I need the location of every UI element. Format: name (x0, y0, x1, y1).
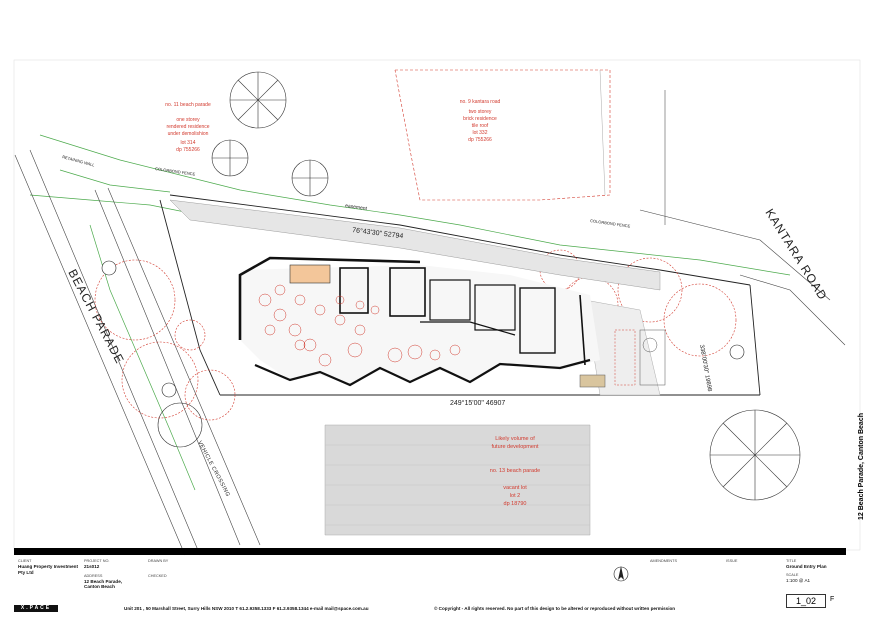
title-block-bar (14, 548, 846, 555)
svg-text:no. 11 beach parade: no. 11 beach parade (165, 102, 211, 108)
outdoor-seating (258, 284, 461, 367)
colorbond-fence-right-label: COLORBOND FENCE (590, 218, 631, 229)
address-label: ADDRESS (84, 574, 103, 578)
svg-text:dp 18790: dp 18790 (504, 501, 527, 507)
amendments-label: AMENDMENTS (650, 559, 678, 563)
kantara-road-edge (639, 209, 846, 346)
svg-text:no. 9 kantara road: no. 9 kantara road (460, 99, 501, 105)
vehicle-crossing-label: VEHICLE CROSSING (196, 440, 231, 498)
future-development-block (324, 424, 591, 536)
svg-text:future development: future development (491, 444, 539, 450)
client-label: CLIENT (18, 559, 32, 563)
existing-trees (157, 71, 801, 501)
svg-text:lot 2: lot 2 (510, 493, 520, 499)
copyright-notice: © Copyright - All rights reserved. No pa… (434, 606, 676, 611)
revision-letter: F (830, 596, 835, 603)
svg-text:dp 755266: dp 755266 (176, 147, 200, 153)
address-value-line2: Canton Beach (84, 584, 115, 589)
svg-text:rendered residence: rendered residence (166, 124, 209, 130)
neighbour-lot-no9 (394, 69, 666, 225)
sheet-number: 1_02 (786, 594, 826, 608)
paved-strip (169, 199, 661, 396)
title-value: Ground Entry Plan (786, 564, 827, 569)
svg-text:dp 755266: dp 755266 (468, 137, 492, 143)
svg-text:vacant lot: vacant lot (503, 485, 527, 491)
svg-text:brick residence: brick residence (463, 116, 497, 122)
section-callouts (101, 260, 745, 398)
title-label: TITLE (786, 559, 797, 563)
drawn-by-label: DRAWN BY (148, 559, 169, 563)
scale-value: 1:100 @ A1 (786, 578, 811, 583)
beach-parade-road (14, 149, 261, 556)
building-footprint (238, 256, 600, 387)
bearing-right-label: 338°00'30" 19898 (698, 344, 712, 392)
title-block: CLIENT Huang Property Investment Pty Ltd… (14, 548, 846, 618)
neighbour-no9-label: no. 9 kantara road two storey brick resi… (460, 99, 501, 143)
svg-text:two storey: two storey (469, 109, 492, 115)
firm-address: Unit 201 , 50 Marshall Street, Surry Hil… (124, 606, 369, 611)
neighbour-no11-label: no. 11 beach parade one storey rendered … (165, 102, 211, 153)
retaining-wall-label: RETAINING WALL (62, 154, 96, 168)
address-value-line1: 12 Beach Parade, (84, 579, 123, 584)
project-no-label: PROJECT NO. (84, 559, 110, 563)
kantara-road-label: KANTARA ROAD (762, 206, 830, 303)
checked-label: CHECKED (148, 574, 167, 578)
loading-bay (579, 329, 666, 388)
svg-text:Likely volume of: Likely volume of (495, 436, 535, 442)
svg-text:lot 314: lot 314 (180, 140, 195, 146)
colorbond-fence-left-label: COLORBOND FENCE (155, 166, 196, 177)
svg-text:under demolishion: under demolishion (168, 131, 209, 137)
issue-label: ISSUE (726, 559, 738, 563)
neighbour-no13-label: Likely volume of future development no. … (490, 436, 540, 507)
north-arrow-icon (613, 566, 629, 582)
easement-label: easement (345, 203, 368, 212)
beach-parade-label: BEACH PARADE (65, 267, 127, 366)
svg-text:one storey: one storey (176, 117, 200, 123)
client-value: Huang Property Investment Pty Ltd (18, 564, 78, 575)
site-boundary (159, 194, 761, 396)
vertical-sheet-title: 12 Beach Parade, Canton Beach (858, 413, 865, 520)
firm-logo: X.PACE (14, 605, 58, 612)
svg-text:lot 332: lot 332 (472, 130, 487, 136)
project-no-value: 21s012 (84, 564, 100, 569)
svg-text:no. 13 beach parade: no. 13 beach parade (490, 468, 540, 474)
scale-label: SCALE (786, 573, 799, 577)
bearing-bottom-label: 249°15'00" 46907 (450, 399, 505, 407)
svg-text:tile roof: tile roof (472, 123, 489, 129)
